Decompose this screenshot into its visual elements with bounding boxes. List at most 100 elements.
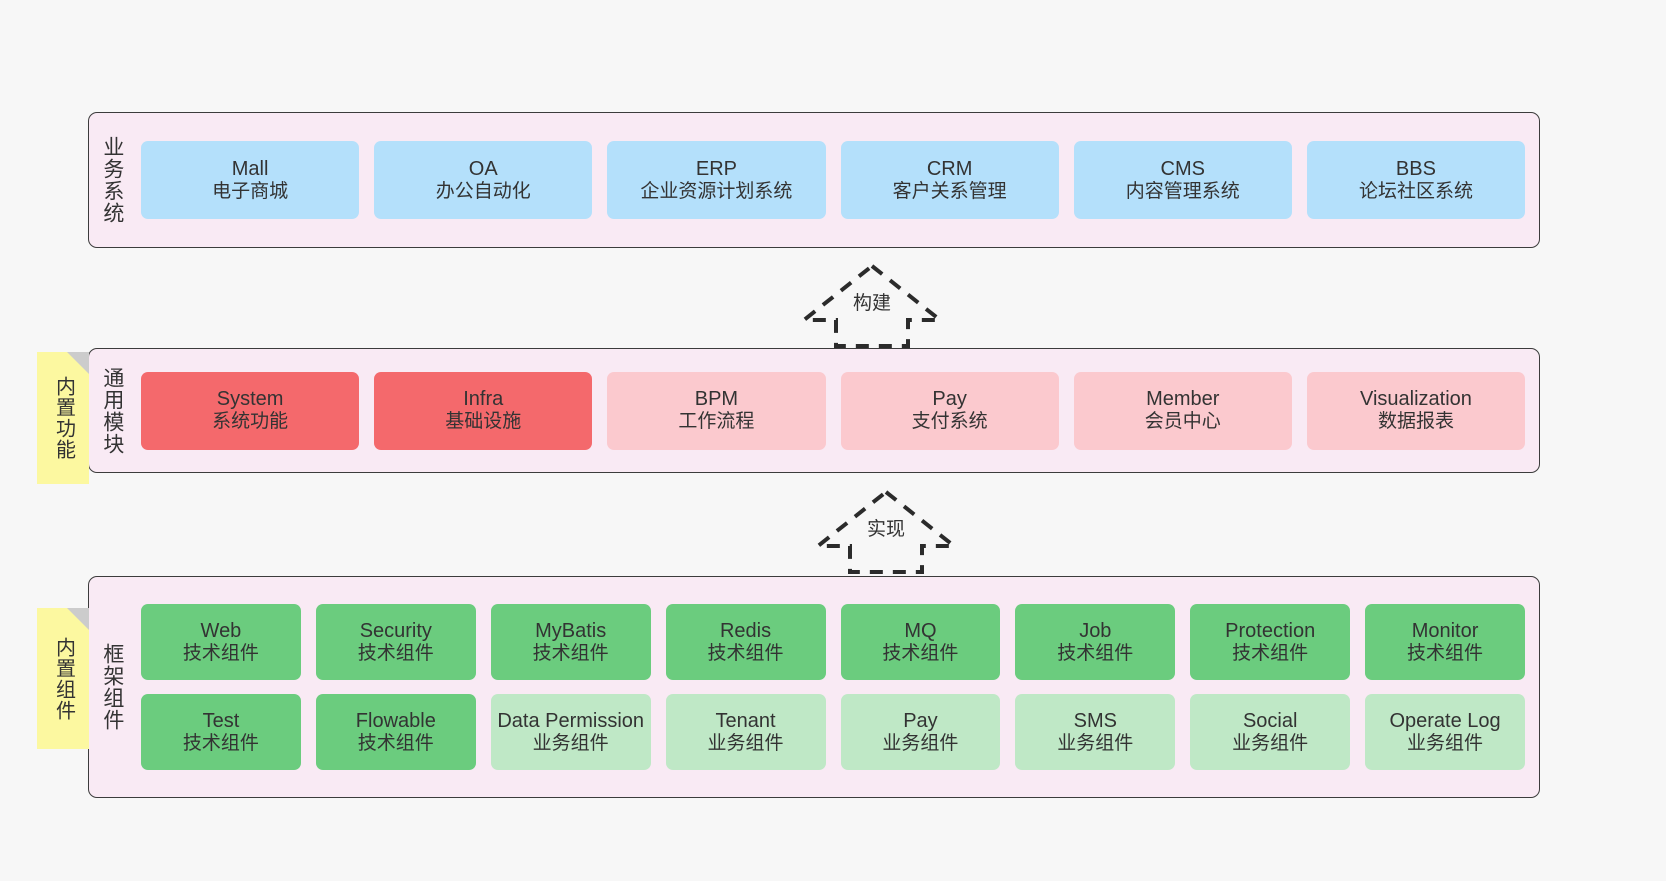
node-subtitle: 内容管理系统 — [1125, 180, 1240, 202]
node-data-permission[interactable]: Data Permission 业务组件 — [490, 694, 651, 770]
node-subtitle: 技术组件 — [182, 732, 259, 754]
node-title: OA — [468, 157, 498, 180]
node-operate-log[interactable]: Operate Log 业务组件 — [1365, 694, 1525, 770]
node-title: Mall — [231, 157, 269, 180]
node-visualization[interactable]: Visualization 数据报表 — [1306, 371, 1526, 450]
node-title: CRM — [926, 157, 973, 180]
note-builtin-features: 内置功能 — [37, 352, 89, 484]
node-subtitle: 支付系统 — [911, 411, 988, 433]
node-title: Operate Log — [1389, 709, 1501, 732]
node-title: Monitor — [1411, 619, 1479, 642]
layer-row: System 系统功能 Infra 基础设施 BPM 工作流程 Pay 支付系统… — [141, 371, 1526, 450]
node-title: Security — [359, 619, 432, 642]
node-subtitle: 技术组件 — [532, 642, 609, 664]
node-subtitle: 技术组件 — [882, 642, 959, 664]
node-infra[interactable]: Infra 基础设施 — [374, 371, 593, 450]
node-title: Tenant — [715, 709, 776, 732]
node-subtitle: 技术组件 — [357, 642, 434, 664]
note-fold-corner — [67, 352, 89, 374]
node-subtitle: 技术组件 — [707, 642, 784, 664]
arrow-build-label: 构建 — [852, 293, 891, 314]
node-mybatis[interactable]: MyBatis 技术组件 — [490, 604, 651, 680]
node-bpm[interactable]: BPM 工作流程 — [607, 371, 826, 450]
node-title: Social — [1242, 709, 1298, 732]
node-mall[interactable]: Mall 电子商城 — [141, 141, 360, 219]
arrow-implement-label: 实现 — [866, 519, 905, 540]
node-tenant[interactable]: Tenant 业务组件 — [665, 694, 826, 770]
node-title: Pay — [932, 388, 967, 411]
node-security[interactable]: Security 技术组件 — [315, 604, 476, 680]
node-bbs[interactable]: BBS 论坛社区系统 — [1306, 141, 1526, 219]
layer-framework-component: 框架组件 Web 技术组件 Security 技术组件 MyBatis 技术组件… — [88, 576, 1540, 798]
node-title: Infra — [463, 388, 504, 411]
node-test[interactable]: Test 技术组件 — [141, 694, 301, 770]
layer-body-framework-component: Web 技术组件 Security 技术组件 MyBatis 技术组件 Redi… — [135, 577, 1539, 797]
node-title: MyBatis — [535, 619, 607, 642]
layer-row: Test 技术组件 Flowable 技术组件 Data Permission … — [141, 694, 1525, 770]
node-title: Redis — [719, 619, 772, 642]
node-title: Visualization — [1359, 388, 1472, 411]
layer-title-framework-component: 框架组件 — [100, 643, 124, 731]
node-pay-module[interactable]: Pay 支付系统 — [840, 371, 1059, 450]
node-subtitle: 技术组件 — [1232, 642, 1309, 664]
node-subtitle: 系统功能 — [212, 411, 289, 433]
layer-common-module: 通用模块 System 系统功能 Infra 基础设施 BPM 工作流程 Pay… — [88, 348, 1540, 473]
node-system[interactable]: System 系统功能 — [141, 371, 360, 450]
node-subtitle: 业务组件 — [707, 732, 784, 754]
layer-body-common-module: System 系统功能 Infra 基础设施 BPM 工作流程 Pay 支付系统… — [135, 349, 1539, 472]
layer-row: Web 技术组件 Security 技术组件 MyBatis 技术组件 Redi… — [141, 604, 1525, 680]
arrow-build: 构建 — [798, 262, 946, 350]
node-subtitle: 企业资源计划系统 — [640, 180, 793, 202]
node-flowable[interactable]: Flowable 技术组件 — [315, 694, 476, 770]
note-builtin-components: 内置组件 — [37, 608, 89, 749]
node-title: Pay — [903, 709, 938, 732]
node-subtitle: 业务组件 — [1232, 732, 1309, 754]
note-label: 内置组件 — [52, 636, 75, 721]
node-monitor[interactable]: Monitor 技术组件 — [1365, 604, 1525, 680]
node-title: MQ — [904, 619, 937, 642]
node-subtitle: 技术组件 — [357, 732, 434, 754]
node-title: SMS — [1073, 709, 1117, 732]
node-cms[interactable]: CMS 内容管理系统 — [1073, 141, 1292, 219]
node-redis[interactable]: Redis 技术组件 — [665, 604, 826, 680]
node-subtitle: 工作流程 — [678, 411, 755, 433]
node-title: System — [216, 388, 284, 411]
layer-row: Mall 电子商城 OA 办公自动化 ERP 企业资源计划系统 CRM 客户关系… — [141, 141, 1526, 219]
node-title: CMS — [1160, 157, 1205, 180]
node-title: ERP — [695, 157, 737, 180]
layer-body-business-system: Mall 电子商城 OA 办公自动化 ERP 企业资源计划系统 CRM 客户关系… — [135, 113, 1539, 247]
layer-business-system: 业务系统 Mall 电子商城 OA 办公自动化 ERP 企业资源计划系统 CRM… — [88, 112, 1540, 248]
node-subtitle: 技术组件 — [1057, 642, 1134, 664]
node-subtitle: 基础设施 — [445, 411, 522, 433]
node-member[interactable]: Member 会员中心 — [1073, 371, 1292, 450]
node-pay-component[interactable]: Pay 业务组件 — [840, 694, 1001, 770]
arrow-implement: 实现 — [812, 488, 960, 576]
node-social[interactable]: Social 业务组件 — [1190, 694, 1351, 770]
node-subtitle: 客户关系管理 — [892, 180, 1007, 202]
node-subtitle: 论坛社区系统 — [1358, 180, 1473, 202]
node-subtitle: 办公自动化 — [435, 180, 531, 202]
node-subtitle: 电子商城 — [212, 180, 289, 202]
note-label: 内置功能 — [52, 376, 75, 460]
node-job[interactable]: Job 技术组件 — [1015, 604, 1176, 680]
node-crm[interactable]: CRM 客户关系管理 — [840, 141, 1059, 219]
node-title: Member — [1146, 388, 1220, 411]
node-title: Flowable — [355, 709, 436, 732]
node-title: BBS — [1395, 157, 1436, 180]
node-title: Data Permission — [497, 709, 645, 732]
node-mq[interactable]: MQ 技术组件 — [840, 604, 1001, 680]
node-title: Web — [200, 619, 242, 642]
node-subtitle: 技术组件 — [1407, 642, 1484, 664]
node-protection[interactable]: Protection 技术组件 — [1190, 604, 1351, 680]
node-subtitle: 业务组件 — [1057, 732, 1134, 754]
layer-title-common-module: 通用模块 — [100, 366, 124, 455]
note-fold-corner — [67, 608, 89, 630]
node-erp[interactable]: ERP 企业资源计划系统 — [607, 141, 826, 219]
node-web[interactable]: Web 技术组件 — [141, 604, 301, 680]
node-title: Job — [1079, 619, 1112, 642]
node-sms[interactable]: SMS 业务组件 — [1015, 694, 1176, 770]
node-title: BPM — [694, 388, 739, 411]
node-subtitle: 业务组件 — [882, 732, 959, 754]
node-oa[interactable]: OA 办公自动化 — [374, 141, 593, 219]
